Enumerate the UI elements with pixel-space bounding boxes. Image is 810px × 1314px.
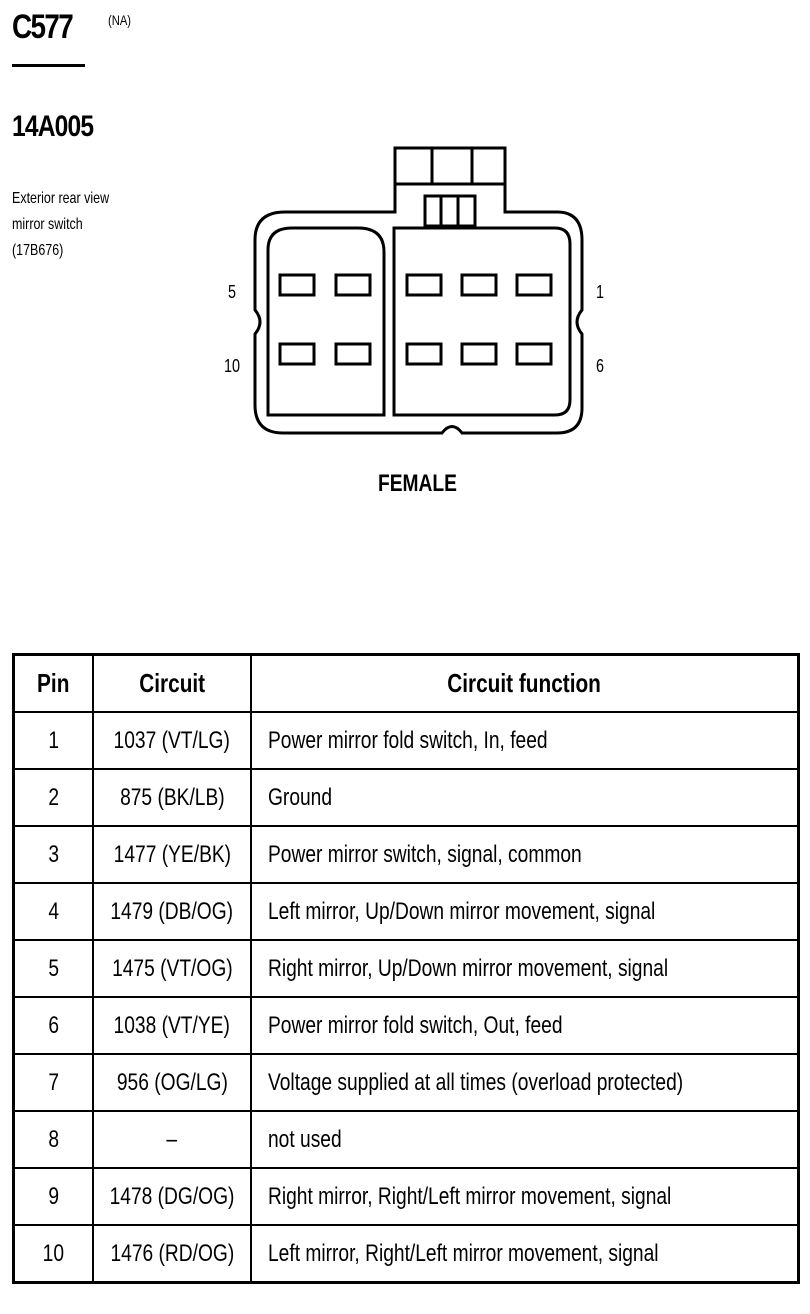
circuit-function-cell: Voltage supplied at all times (overload … [250, 1053, 800, 1112]
pin-cavity-6 [515, 342, 553, 366]
latch-window [423, 194, 477, 228]
circuit-cell: – [91, 1110, 253, 1169]
column-header-circuit: Circuit [91, 653, 253, 713]
pin-number-cell: 3 [12, 825, 94, 884]
pin-number-cell: 5 [12, 939, 94, 998]
pin-label-top-left: 5 [228, 282, 237, 302]
circuit-function-cell: Left mirror, Right/Left mirror movement,… [250, 1224, 800, 1284]
circuit-function-cell: Power mirror fold switch, In, feed [250, 711, 800, 770]
description-line: mirror switch [12, 216, 83, 233]
pin-cavity-9 [334, 342, 372, 366]
connector-gender-label: FEMALE [378, 470, 457, 497]
housing-outer [253, 184, 584, 435]
circuit-function-cell: Power mirror fold switch, Out, feed [250, 996, 800, 1055]
circuit-function-cell: Right mirror, Right/Left mirror movement… [250, 1167, 800, 1226]
pin-cavity-7 [460, 342, 498, 366]
connector-face-diagram [253, 146, 584, 435]
pin-cavity-5 [278, 273, 316, 297]
housing-left-block [266, 226, 386, 417]
circuit-function-cell: Power mirror switch, signal, common [250, 825, 800, 884]
pin-cavity-1 [515, 273, 553, 297]
circuit-cell: 1037 (VT/LG) [91, 711, 253, 770]
description-line: (17B676) [12, 242, 64, 259]
column-header-pin: Pin [12, 653, 94, 713]
circuit-cell: 1477 (YE/BK) [91, 825, 253, 884]
circuit-cell: 1475 (VT/OG) [91, 939, 253, 998]
locking-tab-outer [393, 146, 507, 186]
pin-number-cell: 4 [12, 882, 94, 941]
connector-id-underline [12, 64, 85, 67]
housing-right-block [392, 226, 572, 417]
part-number: 14A005 [12, 110, 94, 143]
pin-number-cell: 9 [12, 1167, 94, 1226]
pin-number-cell: 1 [12, 711, 94, 770]
pin-cavity-10 [278, 342, 316, 366]
table-row: 8–not used [12, 1110, 800, 1169]
circuit-cell: 1478 (DG/OG) [91, 1167, 253, 1226]
pin-number-cell: 7 [12, 1053, 94, 1112]
circuit-function-cell: Right mirror, Up/Down mirror movement, s… [250, 939, 800, 998]
circuit-cell: 1038 (VT/YE) [91, 996, 253, 1055]
pin-number-cell: 10 [12, 1224, 94, 1284]
circuit-cell: 875 (BK/LB) [91, 768, 253, 827]
region-code: (NA) [108, 12, 132, 28]
component-description: Exterior rear view mirror switch (17B676… [12, 186, 160, 264]
pin-label-bottom-left: 10 [224, 356, 241, 376]
pin-cavity-2 [460, 273, 498, 297]
description-line: Exterior rear view [12, 190, 110, 207]
connector-id: C577 [12, 8, 74, 46]
circuit-cell: 1479 (DB/OG) [91, 882, 253, 941]
pin-label-bottom-right: 6 [596, 356, 605, 376]
circuit-function-cell: Ground [250, 768, 800, 827]
table-header-row: Pin Circuit Circuit function [12, 653, 800, 713]
pin-cavity-8 [405, 342, 443, 366]
circuit-function-cell: not used [250, 1110, 800, 1169]
pin-number-cell: 6 [12, 996, 94, 1055]
pin-label-top-right: 1 [596, 282, 605, 302]
pin-number-cell: 8 [12, 1110, 94, 1169]
circuit-cell: 956 (OG/LG) [91, 1053, 253, 1112]
pin-cavity-4 [334, 273, 372, 297]
circuit-function-cell: Left mirror, Up/Down mirror movement, si… [250, 882, 800, 941]
pin-cavity-3 [405, 273, 443, 297]
column-header-circuit-function: Circuit function [250, 653, 800, 713]
pin-number-cell: 2 [12, 768, 94, 827]
circuit-cell: 1476 (RD/OG) [91, 1224, 253, 1284]
